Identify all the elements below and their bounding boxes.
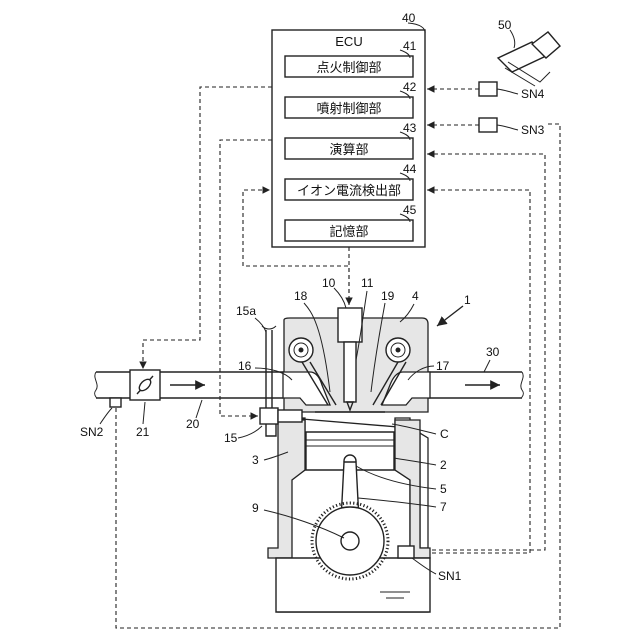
intake-valve-number: 16 xyxy=(238,359,252,373)
chamber-label: C xyxy=(440,427,449,441)
crank-number: 9 xyxy=(252,501,259,515)
piston-number: 2 xyxy=(440,458,447,472)
plug-number: 10 xyxy=(322,276,336,290)
exhaust-number: 30 xyxy=(486,345,500,359)
pin-number: 5 xyxy=(440,482,447,496)
ecu-title: ECU xyxy=(335,34,362,49)
unit-label: イオン電流検出部 xyxy=(297,184,401,199)
injector-number: 15 xyxy=(224,431,238,445)
exhaust-valve-number: 17 xyxy=(436,359,450,373)
head-number: 4 xyxy=(412,289,419,303)
sn3-label: SN3 xyxy=(521,123,545,137)
ecu-block: ECU 40 点火制御部 41 噴射制御部 42 演算部 43 イオン電流検出部… xyxy=(272,11,425,247)
rail-number: 15a xyxy=(236,304,256,318)
coil-number: 11 xyxy=(361,276,374,290)
unit-number: 44 xyxy=(403,162,417,176)
sensor-sn4: SN4 xyxy=(479,82,545,101)
cam-ex-number: 19 xyxy=(381,289,395,303)
sn1-label: SN1 xyxy=(438,569,462,583)
intake-number: 20 xyxy=(186,417,200,431)
throttle-number: 21 xyxy=(136,425,150,439)
engine-number: 1 xyxy=(464,293,471,307)
sn2-label: SN2 xyxy=(80,425,104,439)
unit-label: 点火制御部 xyxy=(316,61,381,76)
unit-label: 噴射制御部 xyxy=(316,101,381,117)
unit-number: 45 xyxy=(403,203,417,217)
exhaust-pipe: 30 xyxy=(415,345,523,398)
cam-in-number: 18 xyxy=(294,289,308,303)
sn4-label: SN4 xyxy=(521,87,545,101)
accelerator-pedal: 50 xyxy=(498,18,560,86)
unit-number: 42 xyxy=(403,80,417,94)
sensor-sn3: SN3 xyxy=(479,118,545,137)
rod-number: 7 xyxy=(440,500,447,514)
unit-label: 記憶部 xyxy=(329,224,368,240)
sensor-sn2: SN2 xyxy=(80,398,121,439)
throttle-valve: 21 xyxy=(130,370,160,439)
unit-number: 41 xyxy=(403,39,417,53)
unit-number: 43 xyxy=(403,121,417,135)
pedal-number: 50 xyxy=(498,18,512,32)
block-number: 3 xyxy=(252,453,259,467)
unit-label: 演算部 xyxy=(329,142,368,158)
